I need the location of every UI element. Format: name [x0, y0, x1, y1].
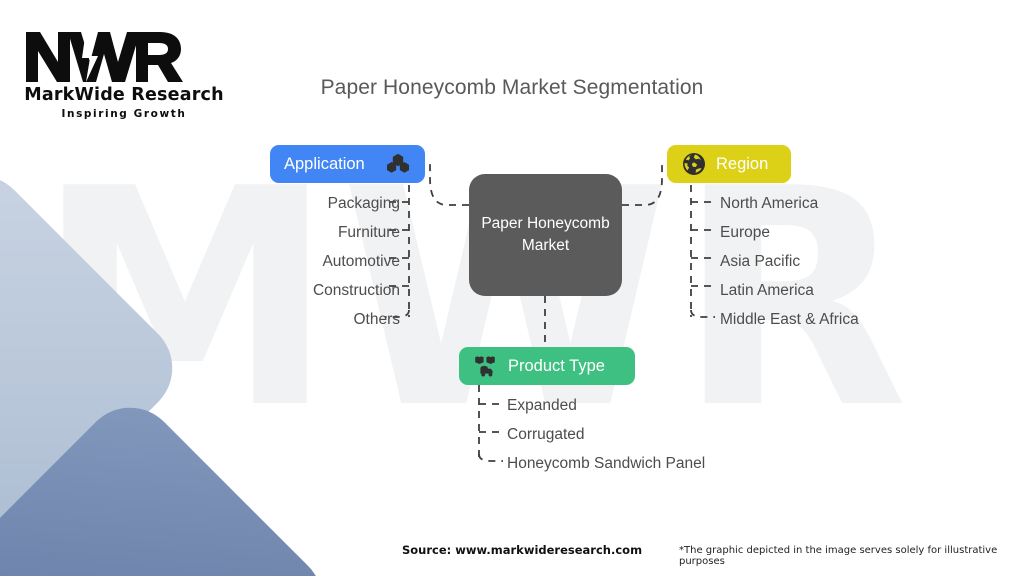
boxes-truck-icon: [473, 353, 499, 379]
branch-label-product-type: Product Type: [508, 356, 605, 375]
list-item: North America: [720, 195, 819, 212]
ticks-region: [691, 201, 713, 287]
list-item: Middle East & Africa: [720, 311, 859, 328]
branch-label-region: Region: [716, 154, 769, 173]
list-item: Europe: [720, 224, 770, 241]
list-item: Expanded: [507, 397, 577, 414]
center-node-label: Paper Honeycomb Market: [481, 215, 610, 254]
honeycomb-hexagons-icon: [385, 151, 411, 177]
list-item: Latin America: [720, 282, 814, 299]
branch-badge-product-type[interactable]: Product Type: [459, 347, 635, 385]
branch-items-application: Packaging Furniture Automotive Construct…: [170, 196, 400, 341]
branch-label-application: Application: [284, 154, 365, 173]
page-title: Paper Honeycomb Market Segmentation: [320, 76, 704, 99]
branch-items-product-type: Expanded Corrugated Honeycomb Sandwich P…: [507, 398, 705, 485]
tick-product-last: [478, 453, 503, 462]
list-item: Others: [353, 311, 400, 328]
branch-badge-application[interactable]: Application: [270, 145, 425, 183]
tick-application-last: [385, 309, 410, 318]
list-item: Automotive: [322, 253, 400, 270]
company-logo: MarkWide Research Inspiring Growth: [24, 28, 224, 120]
source-text: Source: www.markwideresearch.com: [402, 543, 643, 557]
globe-icon: [681, 151, 707, 177]
connector-center-region: [622, 164, 663, 206]
list-item: Corrugated: [507, 426, 585, 443]
logo-tagline: Inspiring Growth: [61, 108, 187, 120]
list-item: Packaging: [327, 195, 400, 212]
tick-region-last: [690, 309, 715, 318]
list-item: Honeycomb Sandwich Panel: [507, 455, 706, 472]
list-item: Construction: [312, 282, 400, 299]
disclaimer-text: *The graphic depicted in the image serve…: [679, 545, 998, 567]
branch-items-region: North America Europe Asia Pacific Latin …: [720, 196, 859, 341]
list-item: Asia Pacific: [720, 253, 801, 270]
branch-badge-region[interactable]: Region: [667, 145, 791, 183]
center-node[interactable]: Paper Honeycomb Market: [469, 174, 622, 296]
ticks-product: [479, 403, 501, 433]
mwr-logo-mark: [26, 30, 183, 82]
list-item: Furniture: [337, 224, 400, 241]
connector-center-application: [429, 164, 469, 206]
logo-company-name: MarkWide Research: [24, 85, 224, 105]
